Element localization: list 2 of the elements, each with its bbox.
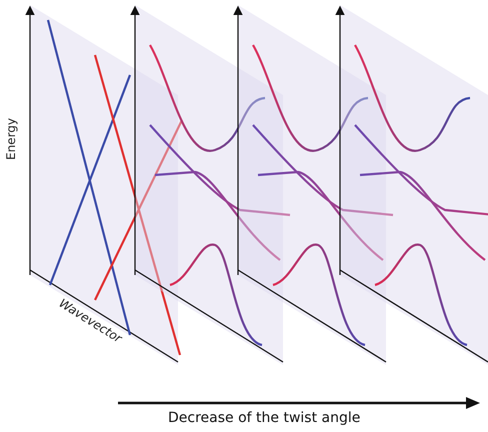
caption: Decrease of the twist angle	[168, 410, 360, 426]
axis-label: Energy	[4, 118, 18, 160]
